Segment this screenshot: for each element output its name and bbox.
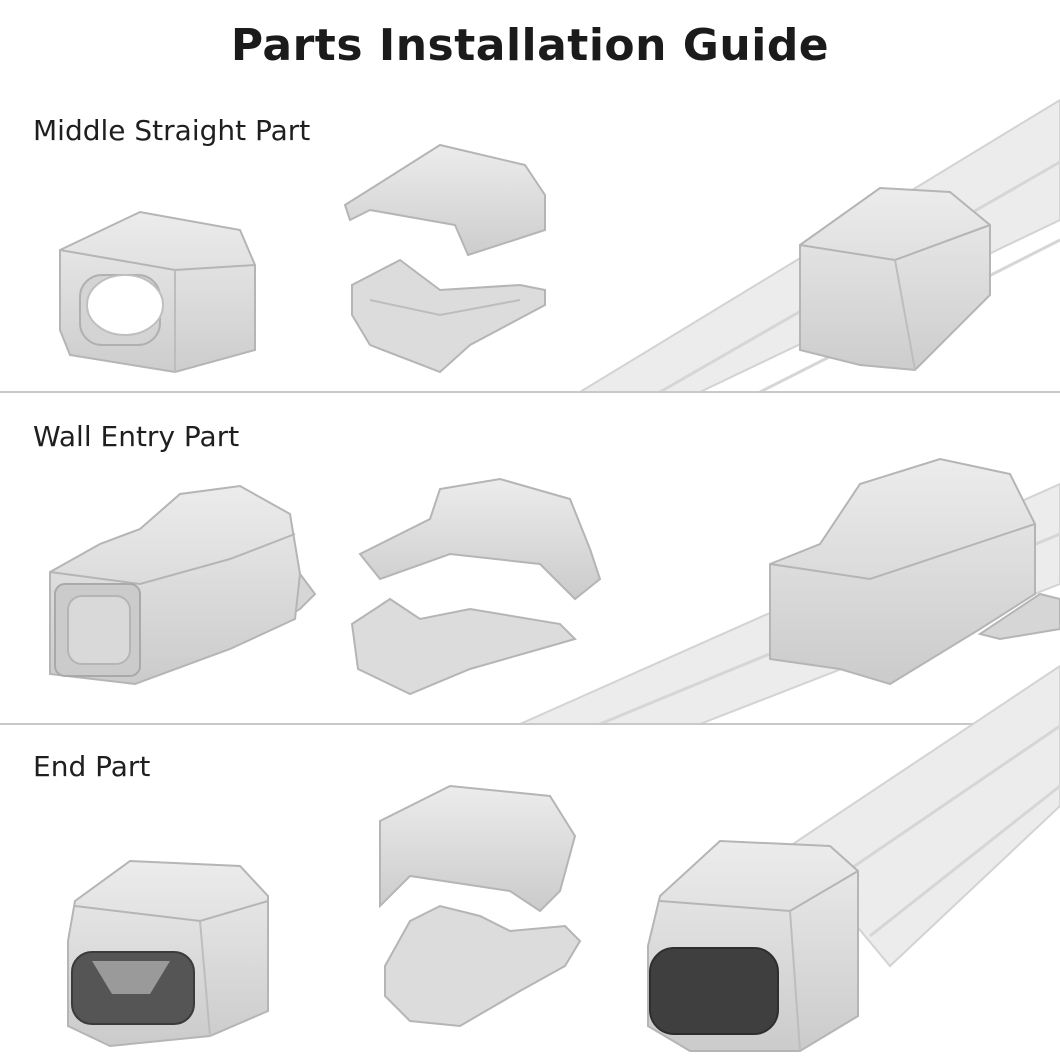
middle-straight-illustrations	[59, 98, 1060, 394]
straight-coupler-open-icon	[343, 143, 546, 374]
page-title: Parts Installation Guide	[230, 20, 830, 71]
divider	[0, 723, 1060, 725]
wall-entry-icon	[49, 484, 317, 686]
divider	[0, 391, 1060, 393]
section-label-wall-entry: Wall Entry Part	[33, 420, 240, 453]
section-middle-straight: Middle Straight Part	[0, 98, 1060, 394]
end-cap-installed-icon	[647, 664, 1060, 1052]
straight-coupler-installed-icon	[576, 98, 1060, 394]
end-part-illustrations	[67, 664, 1060, 1052]
wall-entry-illustrations	[49, 457, 1060, 726]
section-end: End Part	[0, 664, 1060, 1060]
section-label-end: End Part	[33, 750, 151, 783]
end-cap-icon	[67, 859, 269, 1048]
wall-entry-open-icon	[350, 477, 602, 696]
section-wall-entry: Wall Entry Part	[0, 394, 1060, 726]
section-label-middle-straight: Middle Straight Part	[33, 114, 311, 147]
straight-coupler-icon	[59, 210, 256, 374]
end-cap-open-icon	[379, 784, 582, 1028]
wall-entry-installed-icon	[519, 457, 1060, 726]
